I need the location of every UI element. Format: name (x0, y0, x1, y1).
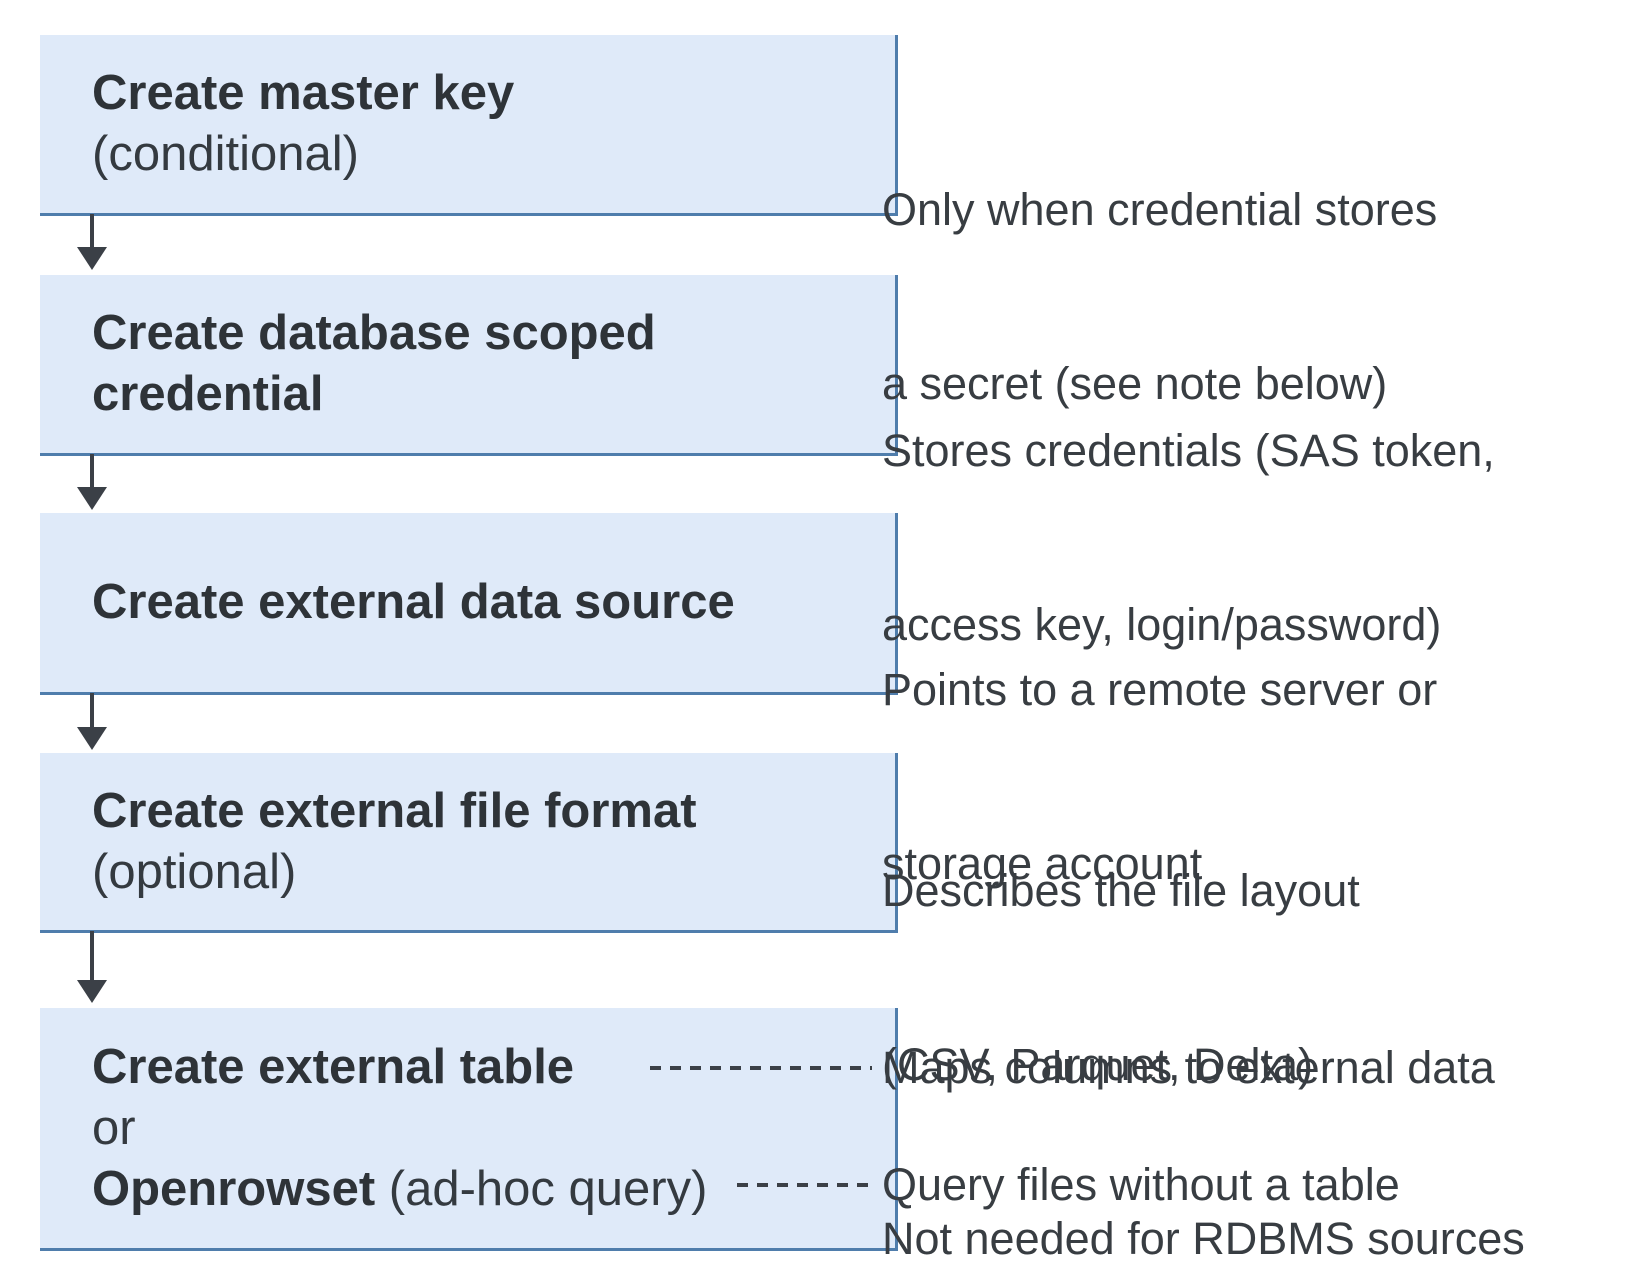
arrow-shaft (90, 693, 94, 727)
arrow-head-icon (77, 727, 107, 750)
arrow-head-icon (77, 247, 107, 270)
dashed-connector-openrowset (737, 1183, 872, 1187)
step-alt-title-rest: (ad-hoc query) (375, 1161, 708, 1216)
description-line: Points to a remote server or (882, 664, 1438, 715)
arrow-shaft (90, 454, 94, 487)
step-subtitle: (conditional) (92, 127, 359, 181)
down-arrow-connector-4 (76, 931, 108, 1003)
step-title-line2: credential (92, 367, 324, 421)
description-line: storage account (882, 838, 1203, 889)
down-arrow-connector-1 (76, 214, 108, 270)
arrow-head-icon (77, 487, 107, 510)
down-arrow-connector-2 (76, 454, 108, 510)
step-box-create-master-key: Create master key (conditional) (40, 35, 898, 216)
annotation-openrowset: Query files without a table (882, 1159, 1400, 1210)
description-line: Stores credentials (SAS token, (882, 425, 1495, 476)
step-subtitle: (optional) (92, 844, 297, 899)
step-title: Create external file format (92, 783, 697, 838)
annotation-external-table: Maps columns to external data (882, 1042, 1495, 1093)
description-line: Not needed for RDBMS sources (882, 1213, 1525, 1264)
arrow-head-icon (77, 980, 107, 1003)
step-description-master-key: Only when credential stores a secret (se… (882, 65, 1437, 529)
step-or-label: or (92, 1100, 136, 1155)
step-box-create-database-scoped-credential: Create database scoped credential (40, 275, 898, 456)
description-line: a secret (see note below) (882, 358, 1388, 409)
step-box-create-external-data-source: Create external data source (40, 513, 898, 695)
arrow-shaft (90, 214, 94, 247)
step-description-scoped-credential: Stores credentials (SAS token, access ke… (882, 306, 1495, 770)
down-arrow-connector-3 (76, 693, 108, 750)
description-line: Only when credential stores (882, 184, 1438, 235)
step-alt-title: Openrowset (ad-hoc query) (92, 1159, 895, 1220)
arrow-shaft (90, 931, 94, 980)
step-description-external-data-source: Points to a remote server or storage acc… (882, 545, 1437, 1009)
dashed-connector-external-table (650, 1066, 872, 1070)
step-title: Create external data source (92, 575, 735, 629)
description-line: Describes the file layout (882, 865, 1360, 916)
step-title: Create external table (92, 1039, 575, 1094)
step-title: Create database scoped (92, 306, 656, 360)
step-box-create-external-table-or-openrowset: Create external table or Openrowset (ad-… (40, 1008, 898, 1251)
step-box-create-external-file-format: Create external file format (optional) (40, 753, 898, 933)
description-line: access key, login/password) (882, 599, 1442, 650)
step-alt-title-bold: Openrowset (92, 1161, 376, 1216)
description-line: (CSV, Parquet, Delta) (882, 1039, 1314, 1090)
step-title: Create master key (92, 66, 515, 120)
step-description-external-file-format: Describes the file layout (CSV, Parquet,… (882, 746, 1525, 1284)
